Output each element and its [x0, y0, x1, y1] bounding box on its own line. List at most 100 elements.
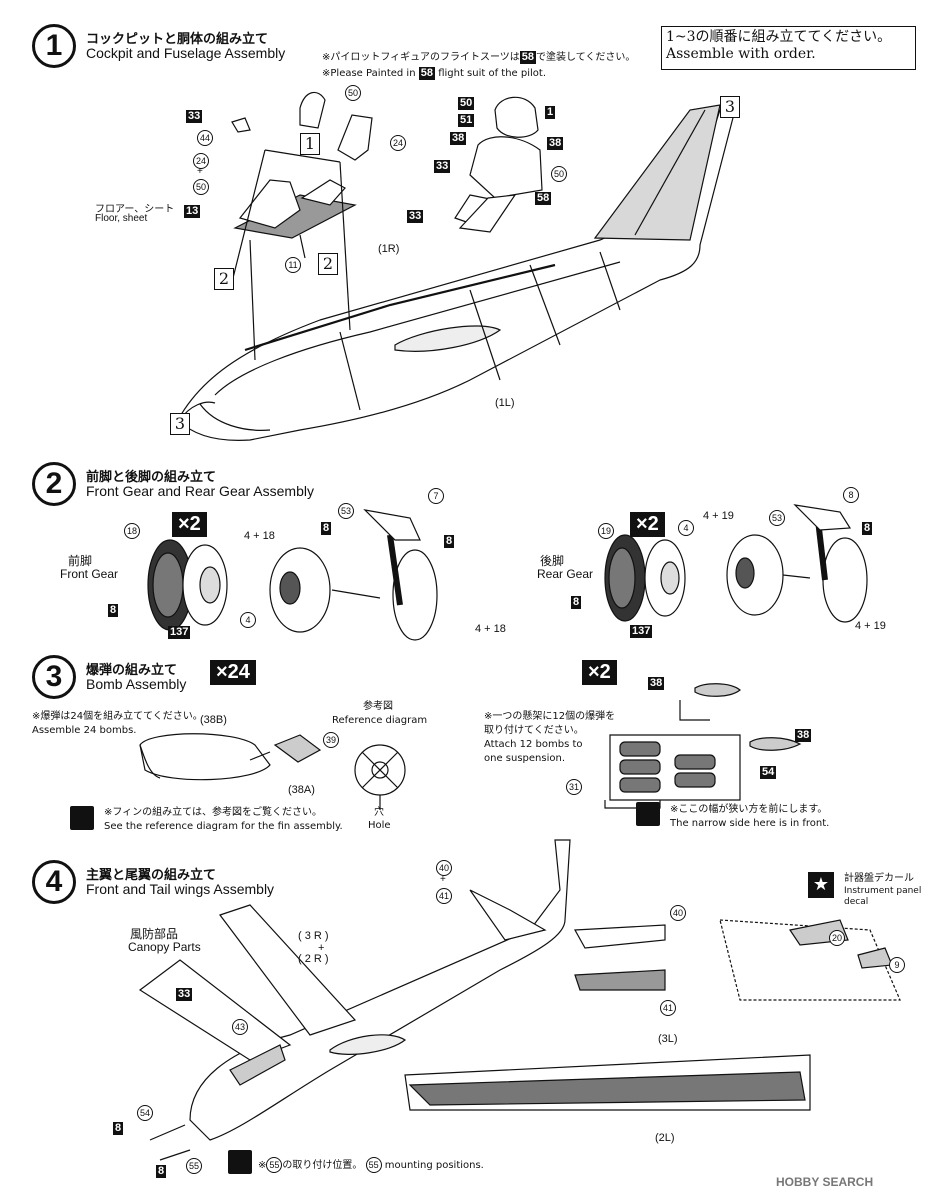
part-1L: (1L): [495, 397, 515, 409]
step2-title-jp: 前脚と後脚の組み立て: [86, 470, 217, 485]
order-marker-3-nose: 3: [170, 413, 190, 435]
tail-plus: +: [440, 874, 446, 885]
narrow-side-note-jp: ※ここの幅が狭い方を前にします。: [670, 804, 828, 815]
rear-gear-label-jp: 後脚: [540, 554, 565, 568]
nose-part-54: 54: [137, 1105, 153, 1121]
decal-part-20: 20: [829, 930, 845, 946]
canopy-label-jp: 風防部品: [130, 927, 179, 941]
hole-label-en: Hole: [368, 820, 391, 831]
decal-label-jp: 計器盤デカール: [844, 873, 914, 884]
bomb-drawing: [139, 733, 406, 810]
bomb-qty: ×24: [210, 660, 256, 685]
fin-note-en: See the reference diagram for the fin as…: [104, 821, 343, 832]
seat-drawing: [231, 91, 373, 161]
rear-part-4-19: 4 + 19: [703, 510, 734, 522]
order-marker-1: 1: [300, 133, 320, 155]
fig-part-58: 58: [535, 192, 552, 205]
fin-note-jp: ※フィンの組み立ては、参考図をご覧ください。: [104, 807, 322, 818]
floor-label-jp: フロアー、シート: [95, 204, 175, 215]
front-part-8-right: 8: [444, 535, 455, 548]
nose-part-8-lower: 8: [156, 1165, 167, 1178]
front-part-8-upper: 8: [321, 522, 332, 535]
part-13: 13: [184, 205, 201, 218]
fuselage-drawing: [177, 104, 736, 442]
star-decal-icon: ★: [808, 872, 834, 898]
plus-3R-2R: +: [318, 942, 325, 954]
part-11: 11: [285, 257, 301, 273]
step3-title-jp: 爆弾の組み立て: [86, 663, 178, 678]
bomb-count-note-en: Assemble 24 bombs.: [32, 725, 137, 736]
order-marker-3-tail: 3: [720, 96, 740, 118]
suspension-note-en2: one suspension.: [484, 753, 566, 764]
watermark: HOBBY SEARCH: [776, 1175, 874, 1189]
front-part-18: 18: [124, 523, 140, 539]
decal-part-9: 9: [889, 957, 905, 973]
part-50: 50: [345, 85, 361, 101]
rear-part-8-top: 8: [843, 487, 859, 503]
canopy-part-33: 33: [176, 988, 193, 1001]
stabilizer-part-40: 40: [670, 905, 686, 921]
bomb-count-note-jp: ※爆弾は24個を組み立ててください。: [32, 711, 203, 722]
plus-sign: +: [197, 166, 203, 177]
rack-part-38-right: 38: [795, 729, 812, 742]
rear-part-137: 137: [630, 625, 653, 638]
fig-part-51: 51: [458, 114, 475, 127]
reference-diagram-en: Reference diagram: [332, 715, 428, 726]
part-2L: (2L): [655, 1132, 675, 1144]
part-39: 39: [323, 732, 339, 748]
step-number-2: 2: [32, 462, 76, 506]
part-3R: ( 3 R ): [298, 930, 329, 942]
front-gear-label-jp: 前脚: [68, 554, 93, 568]
assembly-order-note: 1~3の順番に組み立ててください。 Assemble with order.: [661, 26, 916, 70]
fig-part-33-boot: 33: [407, 210, 424, 223]
canopy-label-en: Canopy Parts: [128, 940, 201, 954]
front-part-53: 53: [338, 503, 354, 519]
part-3L: (3L): [658, 1033, 678, 1045]
rack-qty: ×2: [582, 660, 617, 685]
floor-label-en: Floor, sheet: [95, 213, 148, 224]
pilot-figure-drawing: [454, 96, 543, 233]
rear-part-4-19-wheel: 4 + 19: [855, 620, 886, 632]
fig-part-50-right: 50: [551, 166, 567, 182]
fig-part-38-right: 38: [547, 137, 564, 150]
front-gear-label-en: Front Gear: [60, 567, 119, 581]
part-1R: (1R): [378, 243, 400, 255]
rear-gear-qty: ×2: [630, 512, 665, 537]
step4-title-en: Front and Tail wings Assembly: [86, 881, 275, 897]
rack-part-54: 54: [760, 766, 777, 779]
part-2R: ( 2 R ): [298, 953, 329, 965]
rack-part-31: 31: [566, 779, 582, 795]
front-part-8: 8: [108, 604, 119, 617]
step4-title-jp: 主翼と尾翼の組み立て: [86, 868, 217, 883]
decal-label-en1: Instrument panel: [844, 886, 922, 896]
rear-gear-label-en: Rear Gear: [537, 567, 594, 581]
part-38A: (38A): [288, 784, 315, 796]
part-44: 44: [197, 130, 213, 146]
warning-icon-fin: [70, 806, 94, 830]
fig-part-33-left: 33: [434, 160, 451, 173]
reference-diagram-jp: 参考図: [363, 701, 393, 712]
airframe-drawing: [138, 839, 811, 1161]
bomb-rack-drawing: [604, 683, 802, 809]
step-number-4: 4: [32, 860, 76, 904]
step1-title-en: Cockpit and Fuselage Assembly: [86, 45, 286, 61]
narrow-side-note-en: The narrow side here is in front.: [670, 818, 830, 829]
cockpit-floor-drawing: [229, 149, 357, 361]
canopy-part-43: 43: [232, 1019, 248, 1035]
decal-label-en2: decal: [844, 897, 869, 907]
rear-part-19: 19: [598, 523, 614, 539]
front-part-4-18: 4 + 18: [244, 530, 275, 542]
front-gear-qty: ×2: [172, 512, 207, 537]
part-50-bottom: 50: [193, 179, 209, 195]
suspension-note-jp1: ※一つの懸架に12個の爆弾を: [484, 711, 616, 722]
step2-title-en: Front Gear and Rear Gear Assembly: [86, 483, 314, 499]
tail-part-41: 41: [436, 888, 452, 904]
part-24: 24: [390, 135, 406, 151]
front-wheel-drawing: [147, 509, 438, 641]
step-number-1: 1: [32, 24, 76, 68]
front-part-137: 137: [168, 626, 191, 639]
hole-label-jp: 穴: [374, 807, 384, 818]
part-38B: (38B): [200, 714, 227, 726]
